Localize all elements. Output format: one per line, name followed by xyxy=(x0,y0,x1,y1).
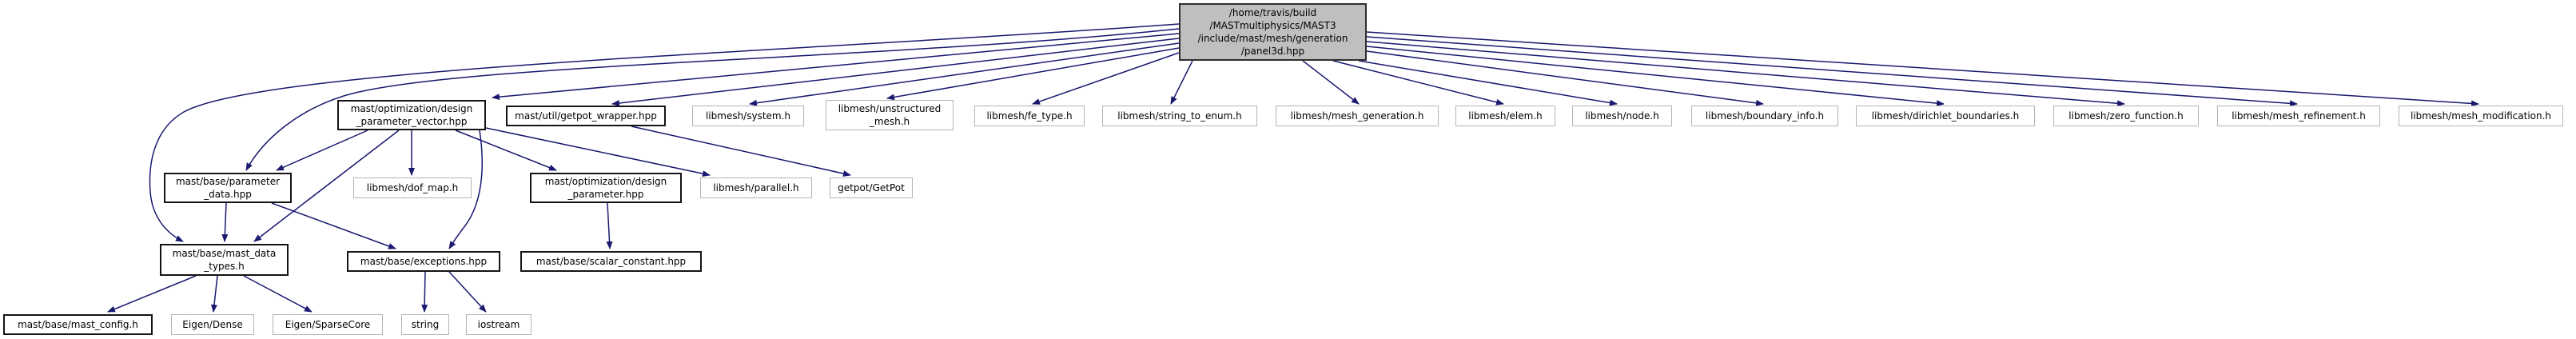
graph-node-scalar-constant[interactable]: mast/base/scalar_constant.hpp xyxy=(520,251,702,272)
edge-panel3d-to-libmesh-mesh-modification xyxy=(1366,31,2479,107)
edge-panel3d-to-libmesh-elem xyxy=(1332,60,1504,106)
graph-node-libmesh-dirichlet-boundaries: libmesh/dirichlet_boundaries.h xyxy=(1856,106,2035,126)
edge-mast-data-types-to-eigen-dense xyxy=(211,275,218,313)
edge-parameter-data-to-exceptions xyxy=(271,202,396,249)
edge-panel3d-to-libmesh-mesh-generation xyxy=(1302,60,1360,105)
edge-parameter-data-to-mast-data-types xyxy=(221,202,229,242)
graph-node-parameter-data[interactable]: mast/base/parameter _data.hpp xyxy=(164,173,292,203)
graph-node-getpot-getpot: getpot/GetPot xyxy=(830,177,913,198)
edge-group xyxy=(107,23,2479,313)
graph-node-libmesh-node: libmesh/node.h xyxy=(1572,106,1672,126)
graph-node-exceptions[interactable]: mast/base/exceptions.hpp xyxy=(347,251,500,272)
edge-panel3d-to-libmesh-boundary-info xyxy=(1366,50,1764,106)
edge-design-parameter-vector-to-libmesh-parallel xyxy=(485,127,711,177)
graph-node-getpot-wrapper[interactable]: mast/util/getpot_wrapper.hpp xyxy=(506,106,666,126)
edge-exceptions-to-iostream xyxy=(448,271,487,313)
edge-panel3d-to-libmesh-node xyxy=(1358,60,1618,106)
graph-node-libmesh-parallel: libmesh/parallel.h xyxy=(700,177,812,198)
edge-design-parameter-vector-to-design-parameter xyxy=(455,130,557,171)
graph-node-libmesh-fe-type: libmesh/fe_type.h xyxy=(974,106,1085,126)
graph-node-libmesh-elem: libmesh/elem.h xyxy=(1455,106,1555,126)
graph-node-libmesh-boundary-info: libmesh/boundary_info.h xyxy=(1691,106,1838,126)
edge-exceptions-to-string xyxy=(421,271,428,313)
edge-panel3d-to-parameter-data xyxy=(245,28,1180,171)
edge-mast-data-types-to-eigen-sparsecore xyxy=(243,275,313,313)
edge-panel3d-to-libmesh-dirichlet-boundaries xyxy=(1366,46,1945,107)
edge-design-parameter-vector-to-exceptions xyxy=(448,130,484,249)
graph-node-libmesh-mesh-modification: libmesh/mesh_modification.h xyxy=(2399,106,2563,126)
graph-node-libmesh-dof-map: libmesh/dof_map.h xyxy=(353,177,472,198)
edge-panel3d-to-libmesh-zero-function xyxy=(1366,41,2125,107)
edge-panel3d-to-mast-data-types xyxy=(149,23,1180,242)
graph-node-design-parameter[interactable]: mast/optimization/design _parameter.hpp xyxy=(530,173,682,203)
graph-node-mast-data-types[interactable]: mast/base/mast_data _types.h xyxy=(160,244,289,276)
edge-panel3d-to-libmesh-system xyxy=(749,42,1180,106)
edge-panel3d-to-libmesh-mesh-refinement xyxy=(1366,36,2298,107)
graph-node-design-parameter-vector[interactable]: mast/optimization/design _parameter_vect… xyxy=(337,100,486,130)
edge-design-parameter-vector-to-parameter-data xyxy=(276,130,368,171)
graph-node-eigen-dense: Eigen/Dense xyxy=(171,314,254,335)
edge-design-parameter-vector-to-mast-data-types xyxy=(253,130,400,242)
graph-node-libmesh-unstructured-mesh: libmesh/unstructured _mesh.h xyxy=(826,100,954,130)
graph-node-libmesh-mesh-refinement: libmesh/mesh_refinement.h xyxy=(2217,106,2380,126)
graph-node-libmesh-zero-function: libmesh/zero_function.h xyxy=(2053,106,2199,126)
edge-panel3d-to-design-parameter-vector xyxy=(492,33,1180,101)
edge-mast-data-types-to-mast-config xyxy=(107,275,197,313)
edge-getpot-wrapper-to-getpot-getpot xyxy=(631,126,851,177)
edge-panel3d-to-libmesh-fe-type xyxy=(1032,52,1180,105)
graph-node-eigen-sparsecore: Eigen/SparseCore xyxy=(273,314,383,335)
edge-panel3d-to-libmesh-unstructured-mesh xyxy=(886,47,1180,101)
graph-node-mast-config[interactable]: mast/base/mast_config.h xyxy=(3,314,153,335)
edge-design-parameter-to-scalar-constant xyxy=(606,202,613,249)
edge-panel3d-to-getpot-wrapper xyxy=(611,38,1180,106)
graph-node-libmesh-mesh-generation: libmesh/mesh_generation.h xyxy=(1276,106,1439,126)
graph-node-libmesh-system: libmesh/system.h xyxy=(692,106,804,126)
graph-node-panel3d: /home/travis/build /MASTmultiphysics/MAS… xyxy=(1179,3,1367,61)
graph-node-iostream: iostream xyxy=(466,314,532,335)
graph-node-libmesh-string-to-enum: libmesh/string_to_enum.h xyxy=(1102,106,1257,126)
graph-node-string: string xyxy=(401,314,449,335)
edge-panel3d-to-libmesh-string-to-enum xyxy=(1170,60,1193,105)
